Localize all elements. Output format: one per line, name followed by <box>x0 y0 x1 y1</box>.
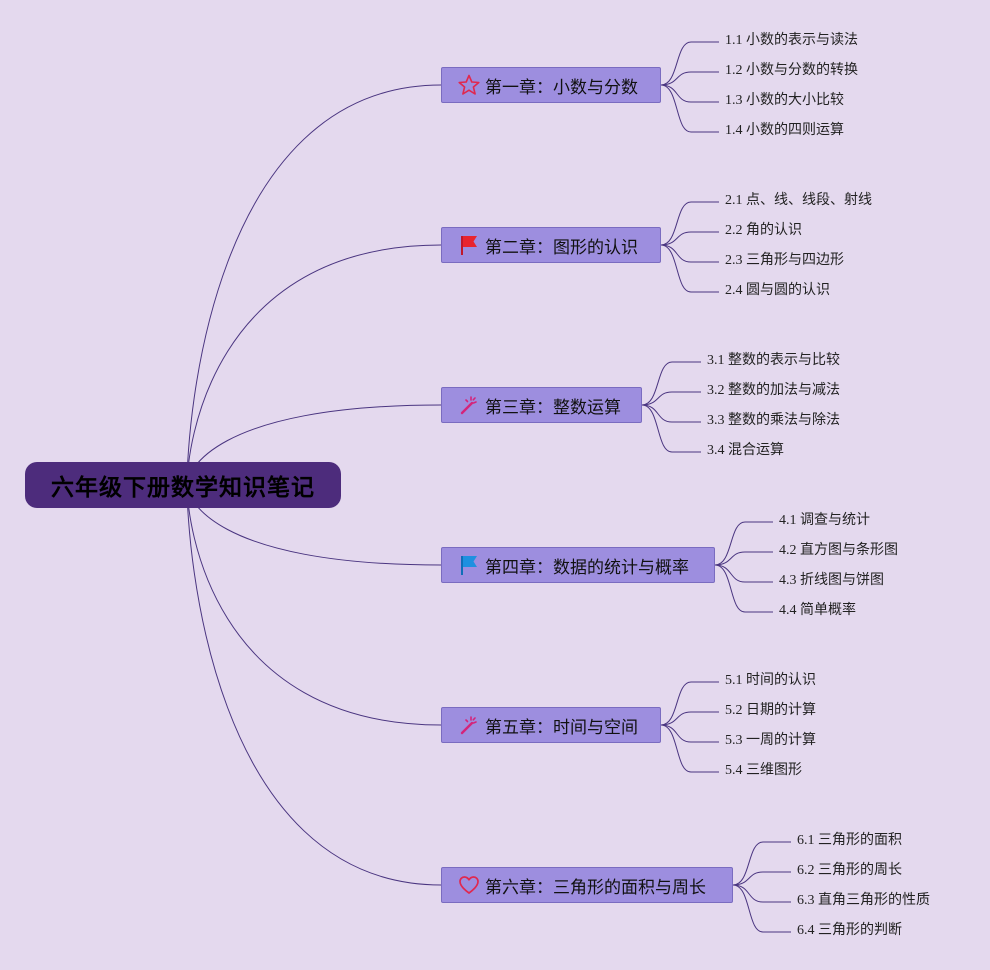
subtopic-3-4[interactable]: 3.4 混合运算 <box>707 443 784 458</box>
subtopic-2-4[interactable]: 2.4 圆与圆的认识 <box>725 283 830 298</box>
subtopic-4-1[interactable]: 4.1 调查与统计 <box>779 513 870 528</box>
root-connector-6 <box>186 484 442 886</box>
subtopic-connector-6-3 <box>732 884 791 903</box>
subtopic-connector-1-3 <box>660 84 719 103</box>
chapter-node-1[interactable]: 第一章：小数与分数 <box>441 67 661 103</box>
chapter-node-4[interactable]: 第四章：数据的统计与概率 <box>441 547 715 583</box>
subtopic-connector-5-2 <box>660 711 719 726</box>
chapter-node-5[interactable]: 第五章：时间与空间 <box>441 707 661 743</box>
chapter-label: 第三章：整数运算 <box>485 397 621 418</box>
subtopic-5-4[interactable]: 5.4 三维图形 <box>725 763 802 778</box>
heart-icon <box>457 873 481 897</box>
subtopic-connector-4-4 <box>714 564 773 613</box>
subtopic-1-1[interactable]: 1.1 小数的表示与读法 <box>725 33 858 48</box>
chapter-label: 第二章：图形的认识 <box>485 237 638 258</box>
subtopic-4-2[interactable]: 4.2 直方图与条形图 <box>779 543 898 558</box>
root-node[interactable]: 六年级下册数学知识笔记 <box>25 462 341 508</box>
subtopic-connector-4-3 <box>714 564 773 583</box>
subtopic-connector-2-3 <box>660 244 719 263</box>
subtopic-3-2[interactable]: 3.2 整数的加法与减法 <box>707 383 840 398</box>
subtopic-2-3[interactable]: 2.3 三角形与四边形 <box>725 253 844 268</box>
root-title: 六年级下册数学知识笔记 <box>51 475 315 501</box>
subtopic-connector-5-4 <box>660 724 719 773</box>
subtopic-2-1[interactable]: 2.1 点、线、线段、射线 <box>725 193 872 208</box>
subtopic-5-1[interactable]: 5.1 时间的认识 <box>725 673 816 688</box>
subtopic-connector-6-2 <box>732 871 791 886</box>
subtopic-5-2[interactable]: 5.2 日期的计算 <box>725 703 816 718</box>
root-connector-5 <box>186 484 442 726</box>
subtopic-6-2[interactable]: 6.2 三角形的周长 <box>797 863 902 878</box>
subtopic-1-3[interactable]: 1.3 小数的大小比较 <box>725 93 844 108</box>
subtopic-connector-3-3 <box>641 404 701 423</box>
chapter-node-2[interactable]: 第二章：图形的认识 <box>441 227 661 263</box>
subtopic-connector-5-3 <box>660 724 719 743</box>
subtopic-1-4[interactable]: 1.4 小数的四则运算 <box>725 123 844 138</box>
subtopic-connector-6-4 <box>732 884 791 933</box>
subtopic-connector-1-4 <box>660 84 719 133</box>
subtopic-3-3[interactable]: 3.3 整数的乘法与除法 <box>707 413 840 428</box>
magic-wand-icon <box>457 393 481 417</box>
chapter-node-3[interactable]: 第三章：整数运算 <box>441 387 642 423</box>
subtopic-3-1[interactable]: 3.1 整数的表示与比较 <box>707 353 840 368</box>
subtopic-4-4[interactable]: 4.4 简单概率 <box>779 603 856 618</box>
subtopic-connector-5-1 <box>660 681 719 726</box>
subtopic-1-2[interactable]: 1.2 小数与分数的转换 <box>725 63 858 78</box>
root-connector-2 <box>186 244 442 486</box>
subtopic-connector-4-2 <box>714 551 773 566</box>
subtopic-connector-6-1 <box>732 841 791 886</box>
subtopic-connector-2-4 <box>660 244 719 293</box>
subtopic-connector-3-4 <box>641 404 701 453</box>
blue-flag-icon <box>457 553 481 577</box>
subtopic-6-4[interactable]: 6.4 三角形的判断 <box>797 923 902 938</box>
subtopic-5-3[interactable]: 5.3 一周的计算 <box>725 733 816 748</box>
magic-wand-icon <box>457 713 481 737</box>
chapter-node-6[interactable]: 第六章：三角形的面积与周长 <box>441 867 733 903</box>
chapter-label: 第六章：三角形的面积与周长 <box>485 877 706 898</box>
red-flag-icon <box>457 233 481 257</box>
subtopic-connector-1-2 <box>660 71 719 86</box>
subtopic-6-3[interactable]: 6.3 直角三角形的性质 <box>797 893 930 908</box>
subtopic-connector-4-1 <box>714 521 773 566</box>
chapter-label: 第四章：数据的统计与概率 <box>485 557 689 578</box>
subtopic-connector-2-1 <box>660 201 719 246</box>
chapter-label: 第一章：小数与分数 <box>485 77 638 98</box>
subtopic-connector-3-2 <box>641 391 701 406</box>
subtopic-connector-1-1 <box>660 41 719 86</box>
star-icon <box>457 73 481 97</box>
subtopic-2-2[interactable]: 2.2 角的认识 <box>725 223 802 238</box>
subtopic-connector-2-2 <box>660 231 719 246</box>
subtopic-6-1[interactable]: 6.1 三角形的面积 <box>797 833 902 848</box>
root-connector-1 <box>186 84 442 486</box>
subtopic-4-3[interactable]: 4.3 折线图与饼图 <box>779 573 884 588</box>
subtopic-connector-3-1 <box>641 361 701 406</box>
chapter-label: 第五章：时间与空间 <box>485 717 638 738</box>
